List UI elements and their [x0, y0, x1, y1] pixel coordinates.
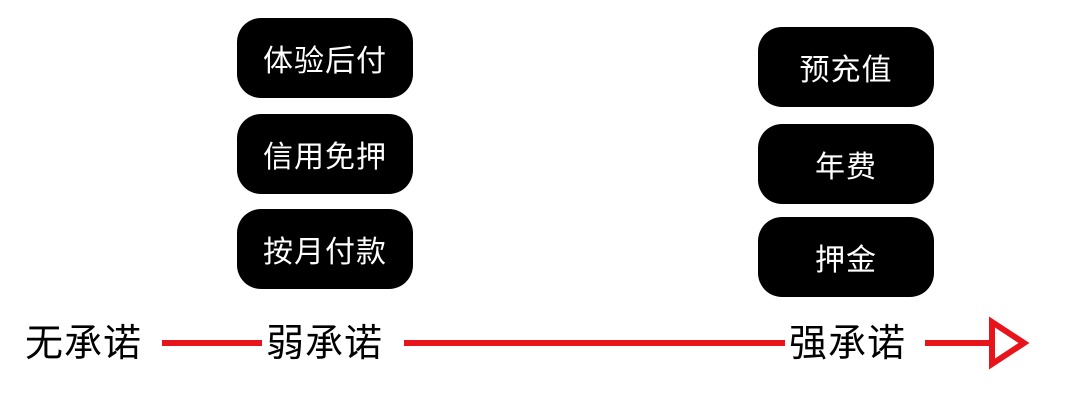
label-weak-commitment: 弱承诺	[266, 321, 384, 365]
pill-prepaid-recharge: 预充值	[758, 27, 934, 107]
pill-monthly-payment: 按月付款	[237, 209, 413, 289]
label-no-commitment: 无承诺	[25, 321, 143, 365]
label-strong-commitment: 强承诺	[789, 321, 907, 365]
pill-deposit: 押金	[758, 217, 934, 297]
pill-annual-fee: 年费	[758, 124, 934, 204]
pill-pay-after-trial: 体验后付	[237, 18, 413, 98]
pill-credit-deposit-free: 信用免押	[237, 114, 413, 194]
arrow-right-outline-icon	[989, 316, 1030, 370]
